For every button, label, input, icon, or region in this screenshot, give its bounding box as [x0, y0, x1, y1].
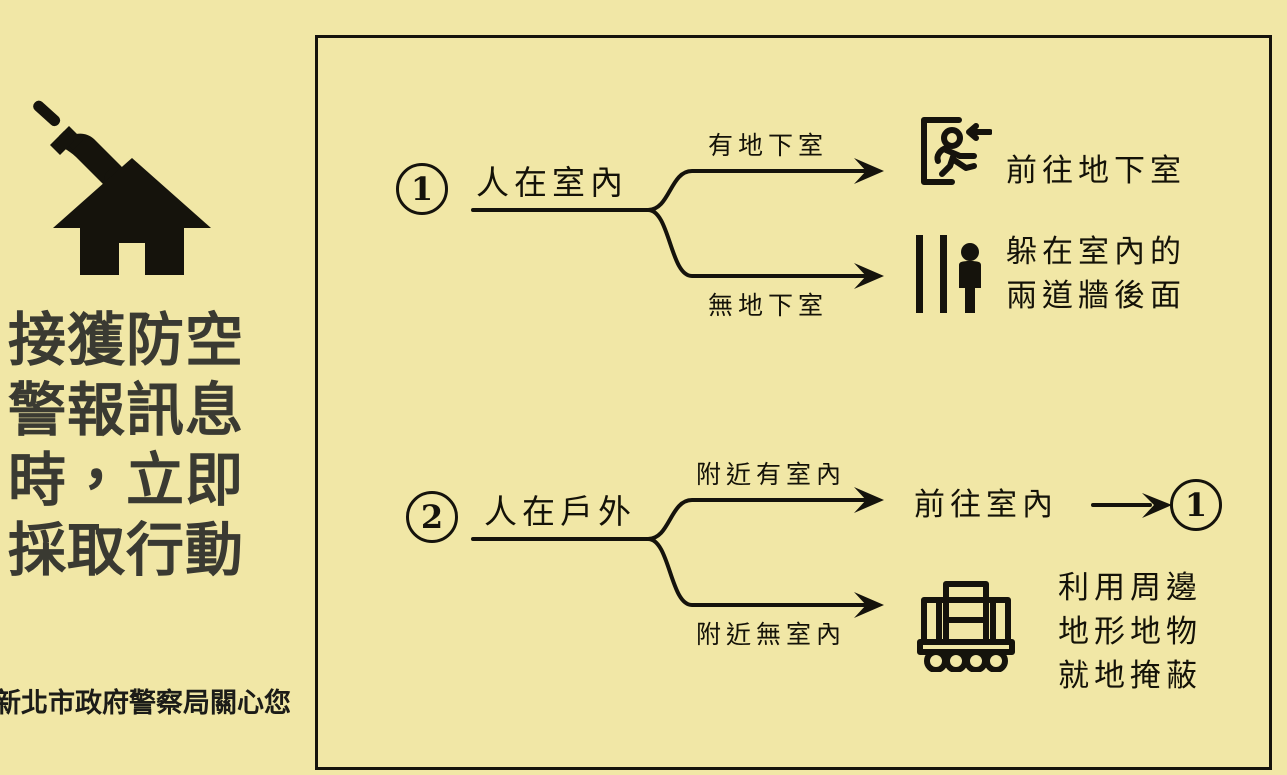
- outcome-2a-step-reference: 1: [1170, 479, 1222, 531]
- flowchart-frame: 1 人在室內 有地下室 無地下室: [315, 35, 1272, 770]
- branch-label-1: 人在室內: [476, 163, 628, 202]
- branch-1-condition-no-label: 無地下室: [708, 291, 829, 320]
- culvert-underpass-icon: [912, 572, 1020, 673]
- branch-2-condition-yes-label: 附近有室內: [696, 460, 847, 489]
- branch-label-2: 人在戶外: [484, 492, 636, 531]
- two-walls-person-icon: [910, 231, 994, 317]
- outcome-1b-text: 躲在室內的 兩道牆後面: [1006, 234, 1186, 314]
- branch-2-condition-no-label: 附近無室內: [696, 620, 847, 649]
- branch-1-condition-yes-label: 有地下室: [708, 131, 829, 160]
- bomb-falling-on-house-icon: [25, 100, 215, 275]
- outcome-2b-text: 利用周邊 地形地物 就地掩蔽: [1058, 570, 1202, 694]
- branch-number-2: 2: [406, 491, 458, 543]
- page-title: 接獲防空 警報訊息 時，立即 採取行動: [8, 306, 245, 584]
- footer-credit: 新北市政府警察局關心您: [0, 688, 291, 719]
- flow-connectors: [471, 158, 1172, 618]
- exit-running-person-icon: [912, 110, 993, 190]
- left-panel: 接獲防空 警報訊息 時，立即 採取行動 新北市政府警察局關心您: [0, 0, 310, 775]
- outcome-1a-text: 前往地下室: [1006, 153, 1186, 189]
- branch-number-1: 1: [396, 163, 448, 215]
- outcome-2a-text: 前往室內: [914, 487, 1058, 523]
